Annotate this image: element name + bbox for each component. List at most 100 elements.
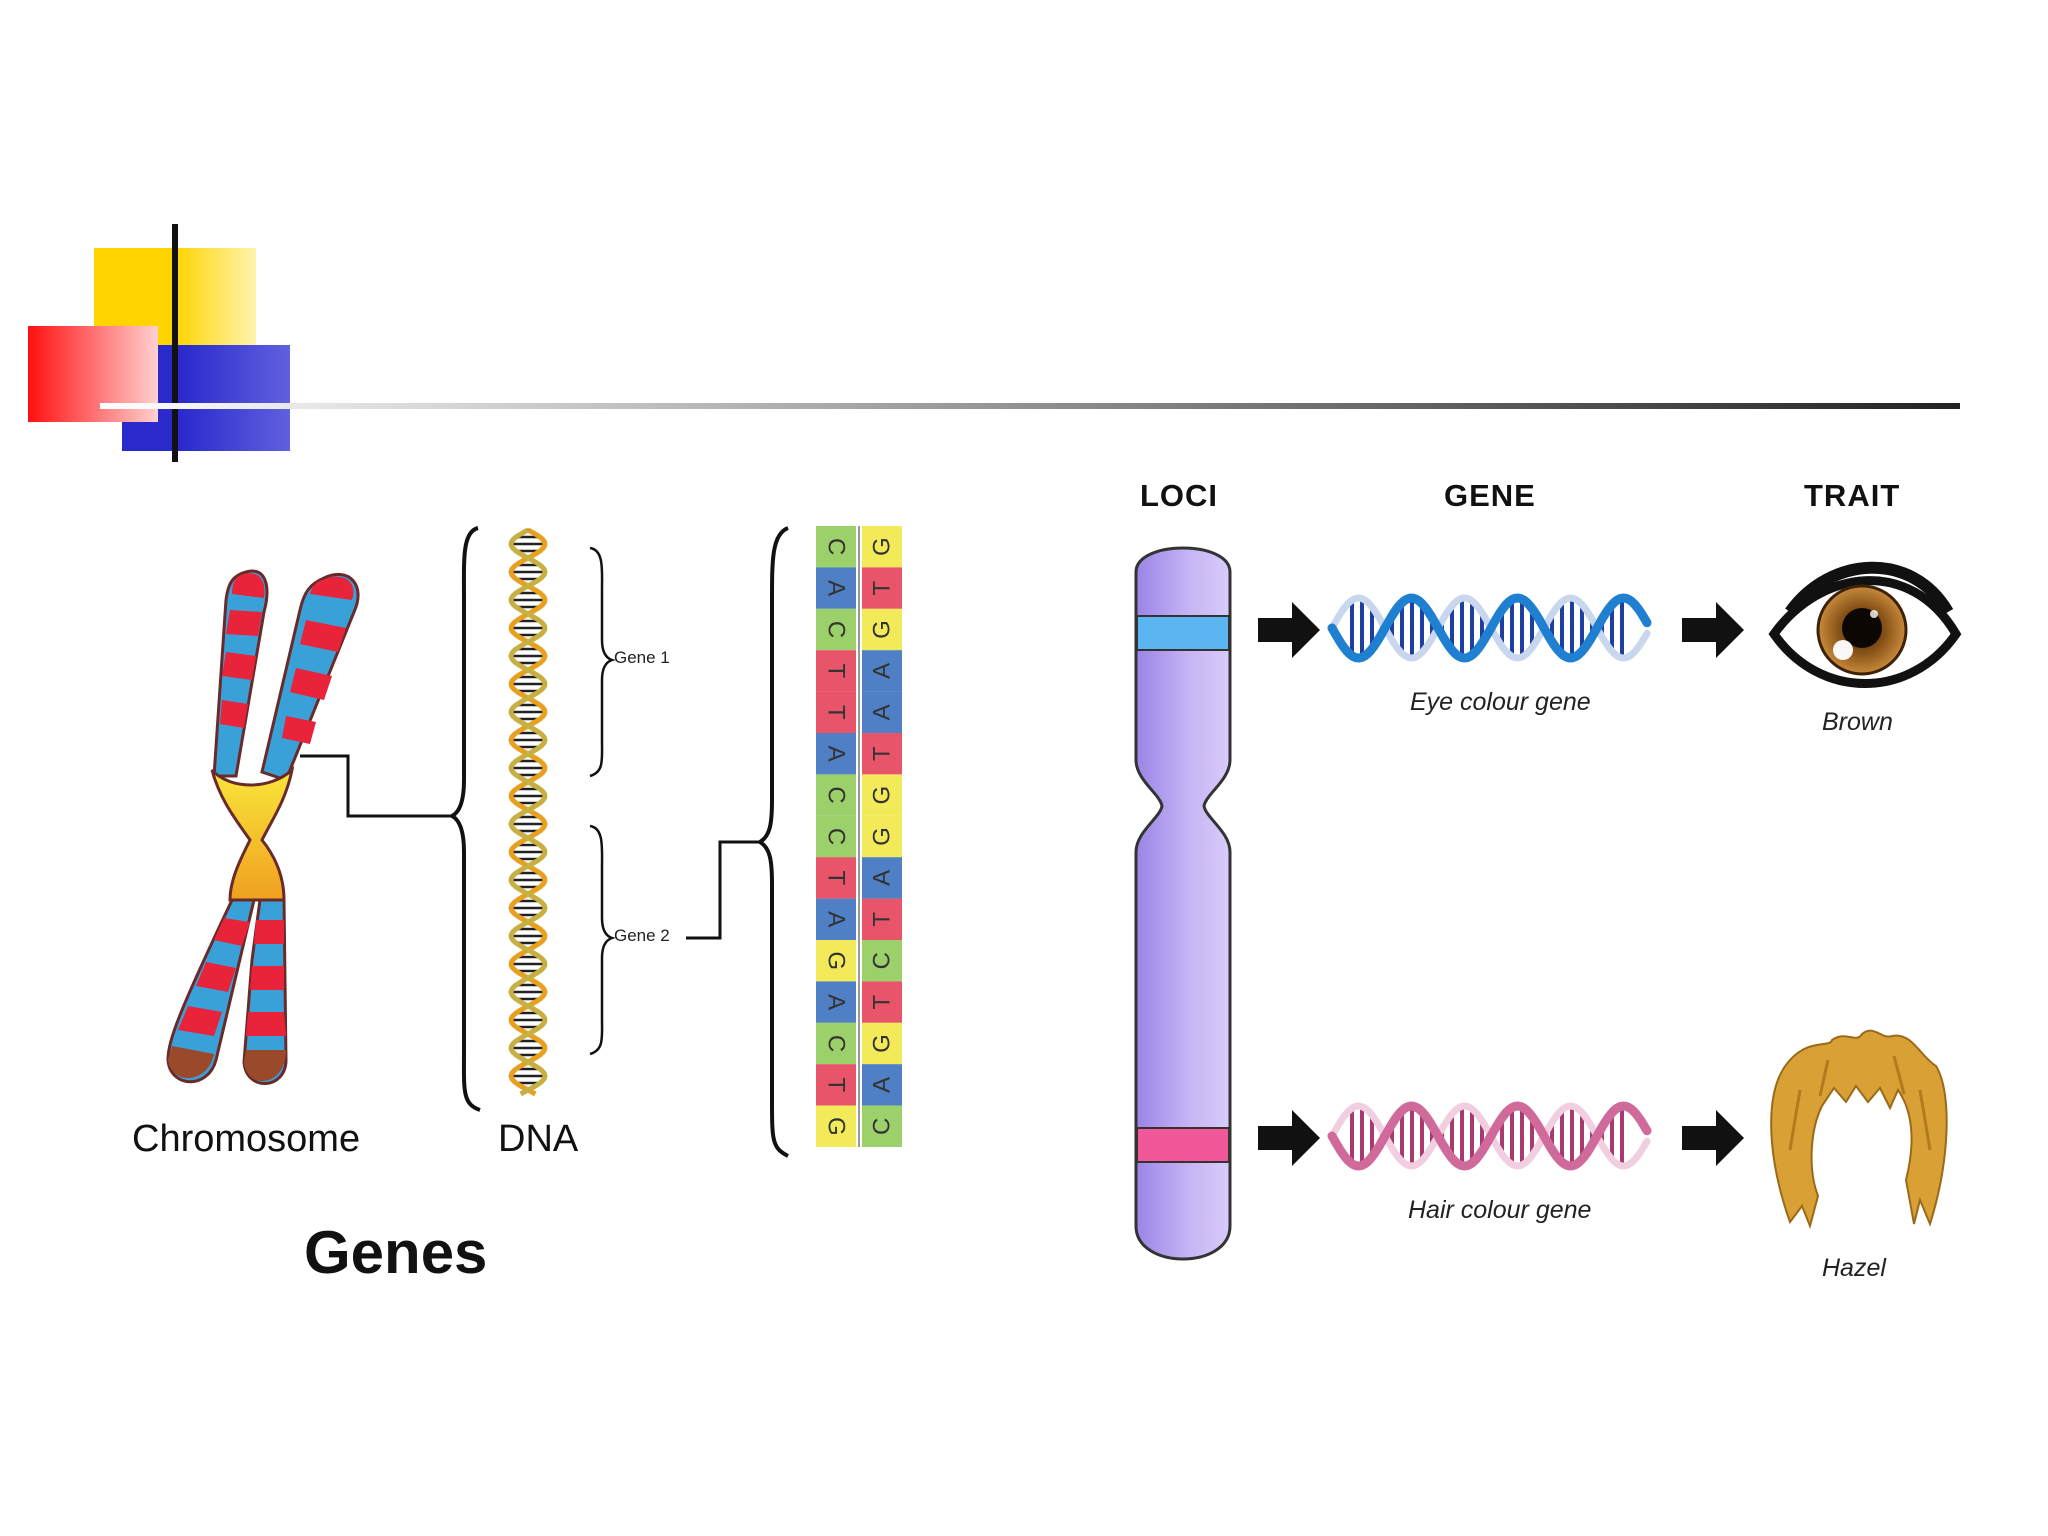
base-letter: T — [823, 1078, 850, 1093]
base-letter: G — [869, 620, 896, 639]
eye-colour-gene-caption: Eye colour gene — [1410, 688, 1591, 716]
base-cell — [862, 898, 902, 940]
base-cell — [816, 1105, 856, 1147]
base-cell — [862, 815, 902, 858]
gene-strand — [1327, 593, 1652, 663]
base-letter: T — [869, 994, 896, 1009]
gene2-label: Gene 2 — [614, 926, 670, 945]
base-letter: T — [823, 871, 850, 886]
brace-gene2 — [589, 824, 616, 1056]
base-letter: G — [823, 1117, 850, 1136]
arrow-right-icon — [1258, 602, 1320, 658]
base-letter: A — [823, 994, 850, 1010]
locus-hair-band — [1136, 1127, 1230, 1163]
base-cell — [862, 691, 902, 733]
base-letter: C — [869, 1118, 896, 1135]
base-cell — [816, 608, 856, 651]
base-cell — [816, 940, 856, 982]
base-letter: G — [823, 951, 850, 970]
deco-vertical-bar — [172, 224, 178, 462]
base-letter: A — [823, 580, 850, 596]
base-letter: C — [823, 786, 850, 803]
base-cell — [862, 774, 902, 816]
base-letter: T — [869, 580, 896, 595]
dna-double-helix — [508, 527, 548, 1097]
title-rule — [100, 403, 1960, 409]
gene-strand — [1327, 1101, 1652, 1171]
base-cell — [816, 898, 856, 940]
header-gene: GENE — [1444, 478, 1536, 513]
base-cell — [862, 567, 902, 609]
slide-decoration — [28, 224, 1960, 462]
base-letter: G — [869, 1034, 896, 1053]
base-cell — [862, 1022, 902, 1065]
base-cell — [862, 981, 902, 1023]
base-letter: G — [869, 537, 896, 556]
base-cell — [862, 1064, 902, 1106]
base-cell — [816, 1022, 856, 1065]
hair-colour-gene-caption: Hair colour gene — [1408, 1196, 1592, 1224]
base-letter: A — [823, 911, 850, 927]
header-loci: LOCI — [1140, 478, 1219, 513]
arrows — [1258, 602, 1744, 1166]
loci-chromosome — [1134, 546, 1232, 1261]
base-letter: C — [869, 952, 896, 969]
helix-strand — [508, 527, 548, 1097]
chromosome-arm-lower-right — [242, 898, 288, 1085]
base-letter: G — [869, 786, 896, 805]
base-cell — [816, 815, 856, 858]
base-cell — [816, 857, 856, 899]
base-letter: C — [823, 621, 850, 638]
chromosome-center — [210, 765, 295, 902]
chromosome-arm-lower-left — [166, 898, 256, 1084]
brown-eye-icon — [1768, 561, 1962, 688]
base-letter: T — [869, 912, 896, 927]
base-cell — [816, 567, 856, 609]
header-trait: TRAIT — [1804, 478, 1901, 513]
hazel-trait-caption: Hazel — [1822, 1254, 1886, 1282]
chromosome-arm-upper-left — [212, 569, 269, 778]
hair-colour-gene-helix-icon — [1327, 1101, 1652, 1171]
genes-title: Genes — [304, 1219, 488, 1286]
base-cell — [816, 774, 856, 816]
base-cell — [862, 526, 902, 568]
hazel-hair-icon — [1770, 1029, 1948, 1230]
base-cell — [816, 981, 856, 1023]
base-letter: C — [823, 1035, 850, 1052]
eye-colour-gene-helix-icon — [1327, 593, 1652, 663]
base-letter: T — [869, 746, 896, 761]
base-letter: A — [869, 1077, 896, 1093]
arrow-right-icon — [1682, 1110, 1744, 1166]
dna-label: DNA — [498, 1118, 579, 1160]
base-cell — [816, 650, 856, 692]
base-letter: T — [823, 664, 850, 679]
base-cell — [816, 526, 856, 568]
base-cell — [816, 691, 856, 733]
arrow-right-icon — [1682, 602, 1744, 658]
chromosome-label: Chromosome — [132, 1118, 361, 1160]
base-letter: A — [869, 704, 896, 720]
helix-strand — [508, 527, 548, 1097]
base-cell — [862, 1105, 902, 1147]
connector-chromosome-dna — [300, 754, 452, 818]
brace-dna-left — [447, 526, 481, 1112]
base-letter: A — [823, 746, 850, 762]
brace-gene1 — [589, 546, 616, 778]
connector-gene2-sequence — [686, 840, 762, 940]
base-letter: T — [823, 705, 850, 720]
base-letter: G — [869, 827, 896, 846]
chromosome-x-illustration — [166, 569, 360, 1085]
base-cell — [816, 1064, 856, 1106]
brace-sequence-left — [756, 526, 789, 1158]
base-letter: A — [869, 870, 896, 886]
base-cell — [862, 733, 902, 775]
base-cell — [862, 650, 902, 692]
base-cell — [862, 857, 902, 899]
chromosome-arm-upper-right — [260, 572, 360, 782]
base-cell — [862, 608, 902, 651]
base-letter: A — [869, 663, 896, 679]
base-cell — [816, 733, 856, 775]
base-letter: C — [823, 538, 850, 555]
